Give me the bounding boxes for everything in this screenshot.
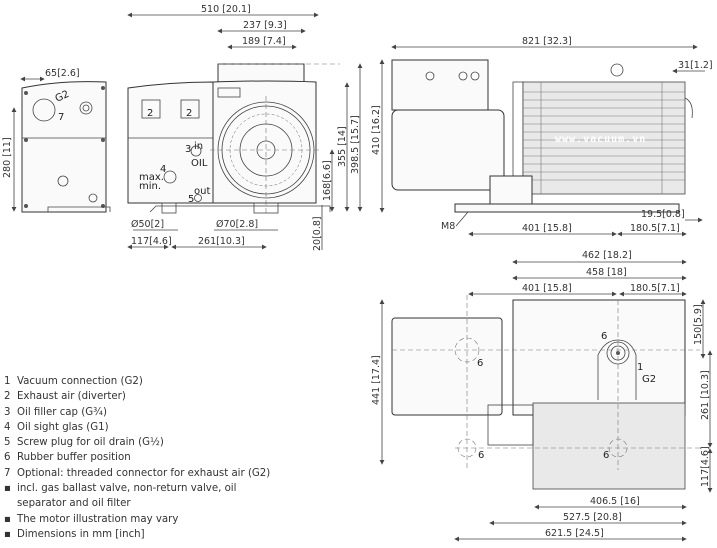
front-view: 2 2 3 in OIL 4 max. min. 5 out 510 [20.1…	[127, 4, 363, 251]
lifting-eye	[610, 63, 624, 77]
legend-note: ▪Dimensions in mm [inch]	[4, 528, 145, 540]
label-2b: 2	[186, 108, 192, 119]
label-4: 4	[160, 164, 166, 175]
motor-baseplate	[454, 203, 680, 213]
dim-189: 189 [7.4]	[242, 36, 286, 47]
dim-261: 261[10.3]	[198, 236, 245, 247]
label-6d: 6	[603, 450, 609, 461]
label-6c: 6	[478, 450, 484, 461]
exhaust-diverter-a	[141, 99, 161, 119]
label-5: 5	[188, 194, 194, 205]
dim-31: 31[1.2]	[678, 60, 713, 71]
label-g2-top: G2	[642, 374, 656, 385]
dim-527: 527.5 [20.8]	[563, 512, 622, 523]
label-in: in	[194, 141, 203, 152]
dim-821: 821 [32.3]	[522, 36, 572, 47]
dim-180-top: 180.5[7.1]	[630, 283, 680, 294]
dim-261-top: 261 [10.3]	[700, 370, 711, 420]
terminal-box	[489, 175, 533, 205]
label-max: max.	[139, 172, 164, 183]
motor-side-view: www.vacuum.vn 821 [32.3] 31[1.2] 410 [16…	[371, 36, 713, 237]
label-6a: 6	[477, 358, 483, 369]
side-foot	[47, 206, 111, 212]
dim-280: 280 [11]	[2, 137, 13, 178]
dim-117: 117[4.6]	[131, 236, 172, 247]
exhaust-diverter-b	[180, 99, 200, 119]
motor	[522, 81, 686, 195]
label-oil: OIL	[191, 158, 208, 169]
dim-401: 401 [15.8]	[522, 223, 572, 234]
label-g2: G2	[54, 89, 71, 105]
oil-drain-plug	[194, 194, 202, 202]
dim-117-top: 117[4.6]	[700, 446, 711, 487]
dim-510: 510 [20.1]	[201, 4, 251, 15]
watermark: www.vacuum.vn	[555, 134, 646, 145]
label-6b: 6	[601, 331, 607, 342]
motor-fins	[523, 82, 685, 194]
label-m8: M8	[441, 221, 455, 232]
front-right-housing	[212, 80, 317, 204]
label-3: 3	[185, 144, 191, 155]
legend-note: ▪incl. gas ballast valve, non-return val…	[4, 483, 237, 510]
dim-150: 150[5.9]	[693, 304, 704, 345]
label-2a: 2	[147, 108, 153, 119]
side-sight-glass	[57, 175, 69, 187]
dim-180: 180.5[7.1]	[630, 223, 680, 234]
dim-458: 458 [18]	[586, 267, 627, 278]
dim-65: 65[2.6]	[45, 68, 80, 79]
side-view: 65[2.6] 280 [11] G2 7	[2, 68, 111, 213]
label-out: out	[194, 186, 210, 197]
front-base-frame	[149, 205, 331, 213]
oil-filler-cap	[190, 145, 202, 157]
dim-406: 406.5 [16]	[590, 496, 640, 507]
dim-401-top: 401 [15.8]	[522, 283, 572, 294]
dim-20: 20[0.8]	[312, 216, 323, 251]
dim-d70: Ø70[2.8]	[216, 219, 258, 230]
dim-355: 355 [14]	[337, 126, 348, 167]
dim-621: 621.5 [24.5]	[545, 528, 604, 539]
exhaust-port	[32, 98, 56, 122]
oil-sight-glass	[163, 170, 177, 184]
label-1: 1	[637, 362, 643, 373]
label-min: min.	[139, 181, 161, 192]
top-pump-body	[391, 317, 503, 416]
top-view: 6 6 6 6 1 G2 462 [18.2] 458 [18] 401 [15…	[371, 250, 713, 542]
dim-237: 237 [9.3]	[243, 20, 287, 31]
top-motor	[532, 402, 686, 490]
dim-d50: Ø50[2]	[131, 219, 164, 230]
dim-168: 168[6.6]	[322, 160, 333, 201]
dim-410: 410 [16.2]	[371, 105, 382, 155]
dim-19: 19.5[0.8]	[641, 209, 685, 220]
dim-441: 441 [17.4]	[371, 355, 382, 405]
top-motor-frame	[512, 299, 686, 416]
label-7: 7	[58, 112, 64, 123]
legend-note: ▪The motor illustration may vary	[4, 513, 179, 525]
dim-398: 398.5 [15.7]	[350, 115, 361, 174]
pump-head	[391, 59, 489, 111]
dim-462: 462 [18.2]	[582, 250, 632, 261]
pump-body	[391, 109, 505, 191]
side-plug	[79, 101, 93, 115]
